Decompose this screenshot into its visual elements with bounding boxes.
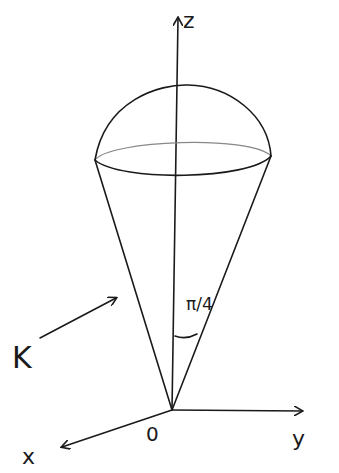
y-axis — [172, 410, 302, 411]
region-label: K — [12, 343, 32, 373]
rim-front — [95, 156, 271, 175]
axis-label: y — [292, 428, 305, 450]
angle-arc — [175, 334, 197, 338]
axis-label: z — [183, 10, 195, 32]
cone-side — [95, 160, 172, 410]
x-axis — [62, 410, 172, 447]
angle-label: π/4 — [186, 296, 213, 313]
cone-side — [172, 156, 271, 410]
z-axis — [172, 18, 178, 410]
spherical-cap — [95, 85, 271, 160]
leader-arrow — [40, 298, 116, 338]
axis-label: x — [22, 446, 35, 468]
rim-back — [95, 142, 271, 160]
origin-label: 0 — [146, 424, 159, 444]
